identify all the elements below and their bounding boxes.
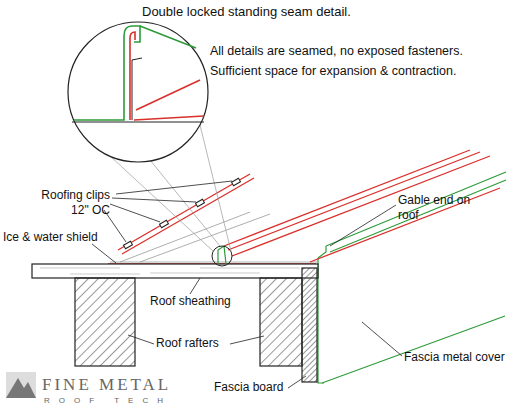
part-label: Roofing clips 12" OC bbox=[30, 188, 110, 218]
detail-title: Double locked standing seam detail. bbox=[142, 4, 351, 20]
part-label: Roof sheathing bbox=[150, 294, 231, 309]
part-label: Fascia metal cover bbox=[404, 350, 505, 365]
standing-seam bbox=[218, 246, 226, 264]
note: Sufficient space for expansion & contrac… bbox=[210, 64, 456, 80]
roof-rafter bbox=[75, 278, 135, 366]
magnifier-circle bbox=[212, 246, 232, 266]
logo-mark bbox=[6, 372, 36, 398]
wood-grain bbox=[40, 268, 300, 274]
part-label: Fascia board bbox=[214, 380, 283, 395]
logo-text: FINE METAL bbox=[42, 374, 171, 395]
part-label: Gable end on roof bbox=[398, 193, 482, 223]
fascia-board bbox=[302, 268, 317, 382]
seam-detail bbox=[72, 26, 204, 122]
part-label: Roof rafters bbox=[156, 336, 219, 351]
roofing-clip bbox=[124, 178, 241, 248]
roof-rafter bbox=[260, 278, 302, 366]
detail-circle bbox=[68, 22, 208, 162]
part-label: Ice & water shield bbox=[3, 230, 98, 245]
logo-text: ROOF TECH bbox=[44, 396, 172, 406]
roof-panel bbox=[108, 150, 500, 264]
note: All details are seamed, no exposed faste… bbox=[210, 44, 463, 60]
leader-line bbox=[92, 181, 402, 388]
roof-sheathing bbox=[32, 264, 318, 278]
